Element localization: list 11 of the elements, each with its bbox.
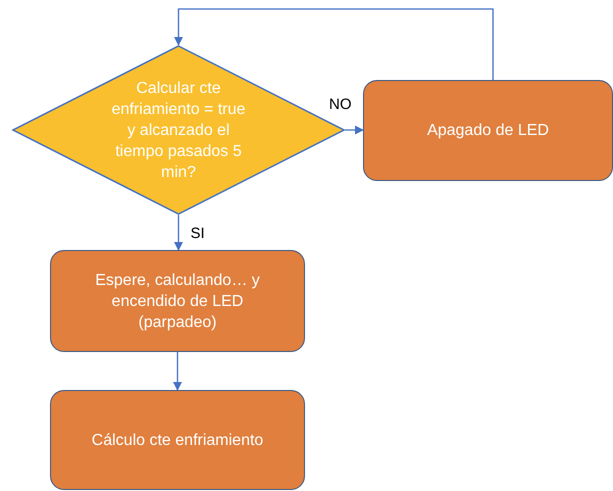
process-text: Cálculo cte enfriamiento xyxy=(90,430,264,450)
process-box xyxy=(50,250,305,352)
process-text: Apagado de LED xyxy=(426,121,550,141)
arrow xyxy=(345,125,364,135)
process-box xyxy=(363,80,613,181)
arrow xyxy=(172,352,182,391)
arrow xyxy=(174,8,494,80)
decision-text: Calcular cte enfriamiento = true y alcanzado el tiempo pasados 5 min? xyxy=(111,78,246,182)
process-text: Espere, calculando… y encendido de LED (parpadeo) xyxy=(94,270,261,332)
arrow xyxy=(174,215,184,251)
process-box xyxy=(50,390,305,490)
